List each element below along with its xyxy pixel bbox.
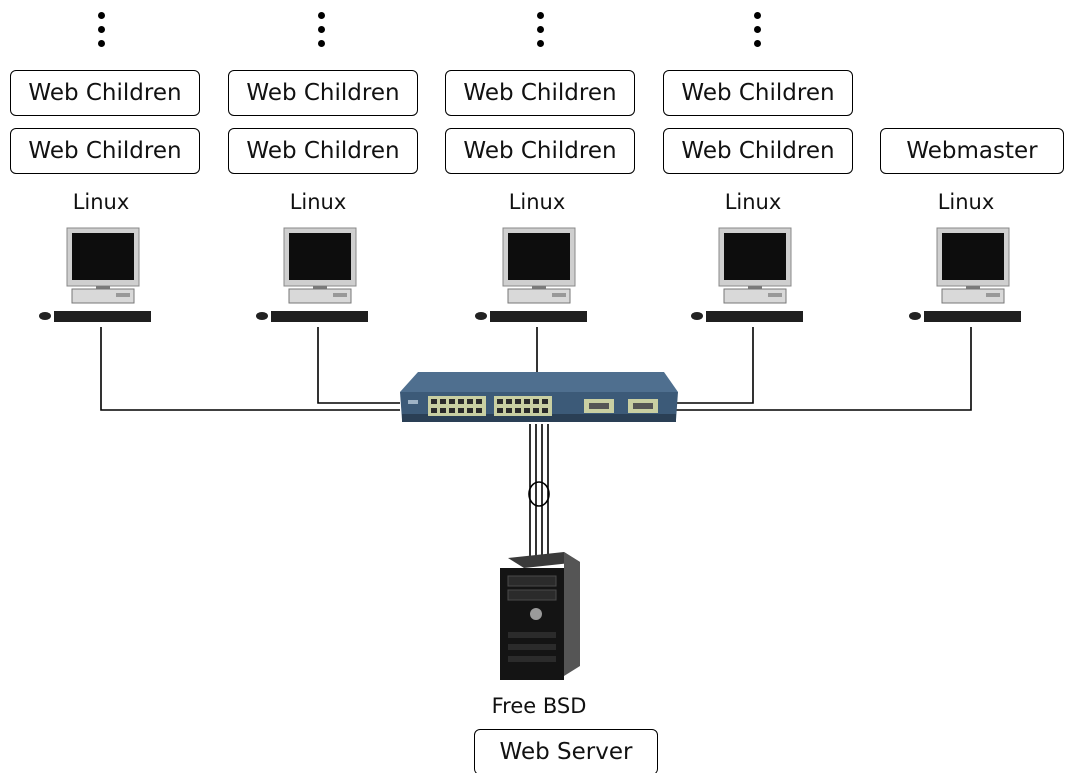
vertical-ellipsis-icon bbox=[536, 12, 546, 62]
desktop-computer-icon bbox=[39, 227, 151, 322]
desktop-computer-icon bbox=[475, 227, 587, 322]
web-server-box: Web Server bbox=[474, 729, 658, 773]
web-children-box: Web Children bbox=[663, 70, 853, 116]
vertical-ellipsis-icon bbox=[317, 12, 327, 62]
server-os-label: Free BSD bbox=[491, 694, 587, 718]
wire-node-2 bbox=[317, 327, 400, 404]
web-children-box: Web Children bbox=[228, 70, 418, 116]
web-children-box: Web Children bbox=[10, 128, 200, 174]
os-label: Linux bbox=[289, 190, 347, 214]
vertical-ellipsis-icon bbox=[97, 12, 107, 62]
web-children-box: Web Children bbox=[228, 128, 418, 174]
wire-node-1 bbox=[100, 327, 400, 411]
web-children-box: Web Children bbox=[445, 128, 635, 174]
desktop-computer-icon bbox=[691, 227, 803, 322]
vertical-ellipsis-icon bbox=[753, 12, 763, 62]
desktop-computer-icon bbox=[256, 227, 368, 322]
wire-node-4 bbox=[676, 327, 754, 404]
wire-node-5 bbox=[676, 327, 972, 411]
os-label: Linux bbox=[724, 190, 782, 214]
link-aggregation-ring bbox=[528, 481, 550, 507]
web-children-box: Web Children bbox=[663, 128, 853, 174]
web-children-box: Web Children bbox=[445, 70, 635, 116]
os-label: Linux bbox=[72, 190, 130, 214]
desktop-computer-icon bbox=[909, 227, 1021, 322]
webmaster-box: Webmaster bbox=[880, 128, 1064, 174]
web-children-box: Web Children bbox=[10, 70, 200, 116]
os-label: Linux bbox=[937, 190, 995, 214]
network-switch-icon bbox=[400, 372, 678, 422]
os-label: Linux bbox=[508, 190, 566, 214]
tower-server-icon bbox=[500, 552, 580, 680]
